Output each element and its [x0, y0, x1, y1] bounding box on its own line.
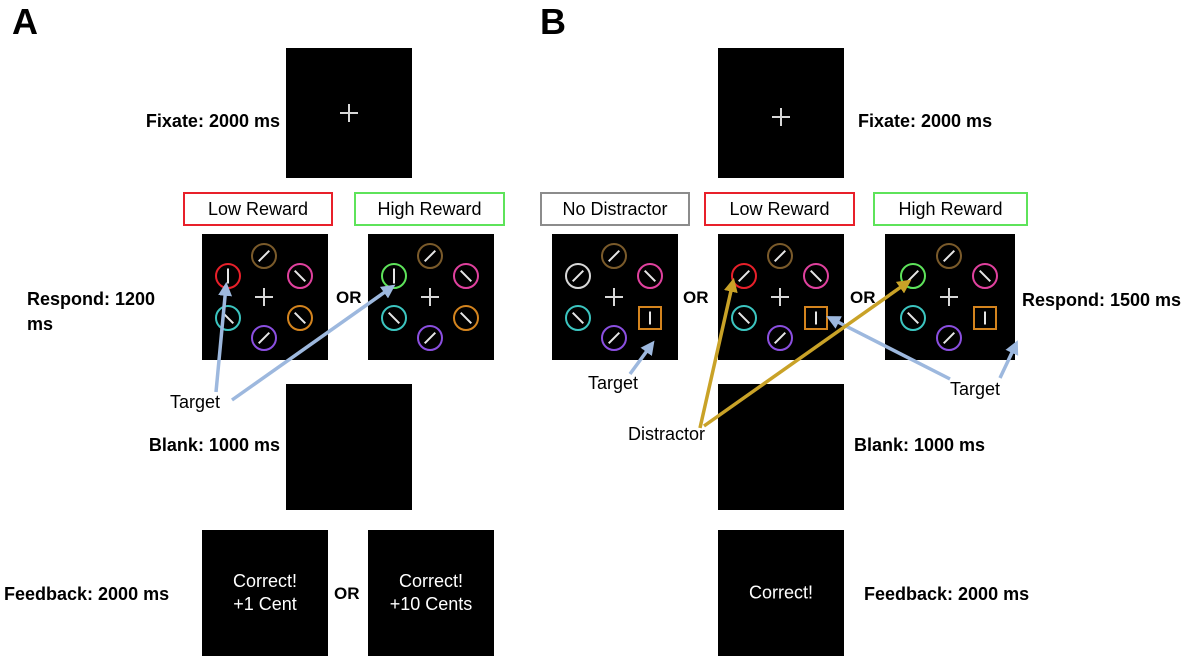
search-display-low-b [718, 234, 844, 360]
feedback-label-b: Feedback: 2000 ms [864, 584, 1030, 604]
search-display-high-a [368, 234, 494, 360]
search-display-none-b [552, 234, 678, 360]
feedback-screen-b: Correct! [718, 530, 844, 656]
blank-label-a: Blank: 1000 ms [148, 435, 280, 455]
tag-low-reward-a: Low Reward [183, 192, 333, 226]
feedback-screen-low-a: Correct! +1 Cent [202, 530, 328, 656]
feedback-screen-high-a: Correct! +10 Cents [368, 530, 494, 656]
respond-label-a-line2: ms [27, 314, 54, 334]
target-label-b-high: Target [950, 379, 1001, 399]
fixation-screen-a [286, 48, 412, 178]
or-label-a1: OR [336, 288, 362, 307]
respond-label-a-line1: Respond: 1200 [27, 289, 156, 309]
panel-letter-a: A [12, 1, 38, 42]
distractor-label-b: Distractor [628, 424, 706, 444]
or-label-b1: OR [683, 288, 709, 307]
blank-screen-b [718, 384, 844, 510]
feedback-high-line2: +10 Cents [389, 594, 473, 614]
blank-screen-a [286, 384, 412, 510]
search-display-low-a [202, 234, 328, 360]
feedback-text-b: Correct! [748, 582, 813, 603]
tag-high-reward-b: High Reward [873, 192, 1028, 226]
fixate-label-b: Fixate: 2000 ms [858, 111, 993, 131]
target-label-b-none: Target [588, 373, 639, 393]
respond-label-b: Respond: 1500 ms [1022, 290, 1182, 310]
feedback-label-a: Feedback: 2000 ms [4, 584, 170, 604]
tag-high-reward-a: High Reward [354, 192, 505, 226]
tag-low-reward-b: Low Reward [704, 192, 855, 226]
panel-letter-b: B [540, 1, 566, 42]
or-label-b2: OR [850, 288, 876, 307]
search-display-high-b [885, 234, 1015, 360]
fixation-screen-b [718, 48, 844, 178]
feedback-low-line1: Correct! [232, 571, 297, 591]
target-label-a: Target [170, 392, 221, 412]
feedback-low-line2: +1 Cent [233, 594, 297, 614]
fixate-label-a: Fixate: 2000 ms [145, 111, 280, 131]
feedback-high-line1: Correct! [398, 571, 463, 591]
or-label-a2: OR [334, 584, 360, 603]
blank-label-b: Blank: 1000 ms [854, 435, 986, 455]
tag-no-distractor-b: No Distractor [540, 192, 690, 226]
